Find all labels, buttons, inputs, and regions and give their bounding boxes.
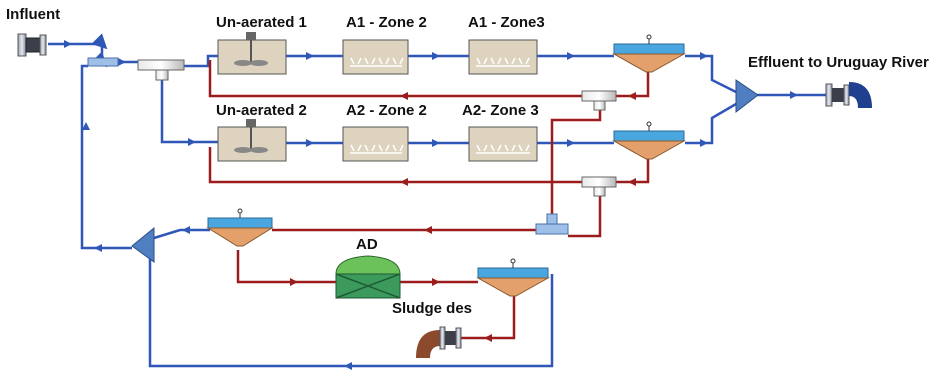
ad-label: AD — [356, 236, 378, 253]
mixer-icon — [234, 119, 268, 153]
arrow — [344, 362, 352, 370]
thickener-overflow-line — [153, 228, 210, 240]
recycle-splitter — [131, 226, 155, 263]
aerated-tank-a2-zone3 — [468, 126, 538, 162]
unaerated-tank-1 — [217, 32, 287, 75]
ras1-return-line — [208, 60, 584, 98]
arrow — [790, 91, 798, 99]
diffuser-icon — [476, 57, 530, 67]
distribution-tee — [137, 59, 185, 81]
clarifier-1 — [612, 34, 686, 73]
clarifier2-effluent-line — [685, 102, 737, 145]
arrow — [432, 52, 440, 60]
arrow — [94, 244, 102, 252]
return-to-influent-line — [80, 64, 132, 250]
dewatering-to-disposal-line — [456, 296, 516, 340]
arrow — [182, 226, 190, 234]
arrow — [628, 178, 636, 186]
arrow — [400, 92, 408, 100]
arrow — [567, 139, 575, 147]
anaerobic-digester — [335, 255, 401, 299]
was1-line — [550, 108, 602, 220]
arrow — [82, 122, 90, 130]
sludge-outlet-icon — [416, 326, 462, 358]
arrow — [484, 334, 492, 342]
was-manifold — [535, 213, 569, 235]
influent-label: Influent — [6, 6, 61, 23]
was2-line — [568, 194, 602, 238]
arrow — [400, 178, 408, 186]
pipe-inlet-icon — [17, 33, 47, 57]
thickener — [206, 208, 274, 247]
arrow — [306, 139, 314, 147]
a2-zone2-label: A2 - Zone 2 — [346, 102, 427, 119]
dewatering-unit — [476, 258, 550, 297]
sludge-lines — [208, 60, 650, 340]
arrow — [118, 58, 126, 66]
thickener-to-ad-line — [236, 250, 336, 284]
ras2-return-line — [208, 147, 584, 184]
sludge-arrows — [290, 92, 636, 342]
effluent-combiner — [735, 79, 759, 114]
arrow — [188, 138, 196, 146]
arrow — [306, 52, 314, 60]
pipe-outlet-icon — [825, 82, 872, 108]
arrow — [567, 52, 575, 60]
a1-zone2-label: A1 - Zone 2 — [346, 14, 427, 31]
arrow — [290, 278, 298, 286]
ras2-line — [614, 157, 650, 184]
train2-feed-line — [160, 76, 218, 144]
arrow — [424, 226, 432, 234]
mixer-icon — [234, 32, 268, 66]
arrow — [432, 278, 440, 286]
ras1-line — [614, 70, 650, 98]
diffuser-icon — [350, 144, 404, 154]
liquid-lines — [48, 33, 826, 368]
unaerated-tank-2 — [217, 119, 287, 162]
unaerated-1-label: Un-aerated 1 — [216, 14, 307, 31]
aerated-tank-a2-zone2 — [342, 126, 409, 162]
aerated-tank-a1-zone3 — [468, 39, 538, 75]
diffuser-icon — [350, 57, 404, 67]
aerated-tank-a1-zone2 — [342, 39, 409, 75]
arrow — [628, 92, 636, 100]
arrow — [700, 52, 708, 60]
diffuser-icon — [476, 144, 530, 154]
sludge-des-label: Sludge des — [392, 300, 473, 317]
a1-zone3-label: A1 - Zone3 — [468, 14, 545, 31]
clarifier-2 — [612, 121, 686, 160]
clarifier1-effluent-line — [685, 54, 737, 94]
a2-zone3-label: A2- Zone 3 — [462, 102, 539, 119]
unaerated-2-label: Un-aerated 2 — [216, 102, 307, 119]
train1-feed-line — [184, 54, 218, 68]
ras-tee-2 — [581, 176, 617, 197]
ras-tee-1 — [581, 90, 617, 111]
arrow — [700, 139, 708, 147]
arrow — [432, 139, 440, 147]
arrow — [64, 40, 72, 48]
influent-junction — [87, 57, 119, 67]
liquid-arrows — [64, 40, 798, 370]
effluent-label: Effluent to Uruguay River — [748, 54, 929, 71]
